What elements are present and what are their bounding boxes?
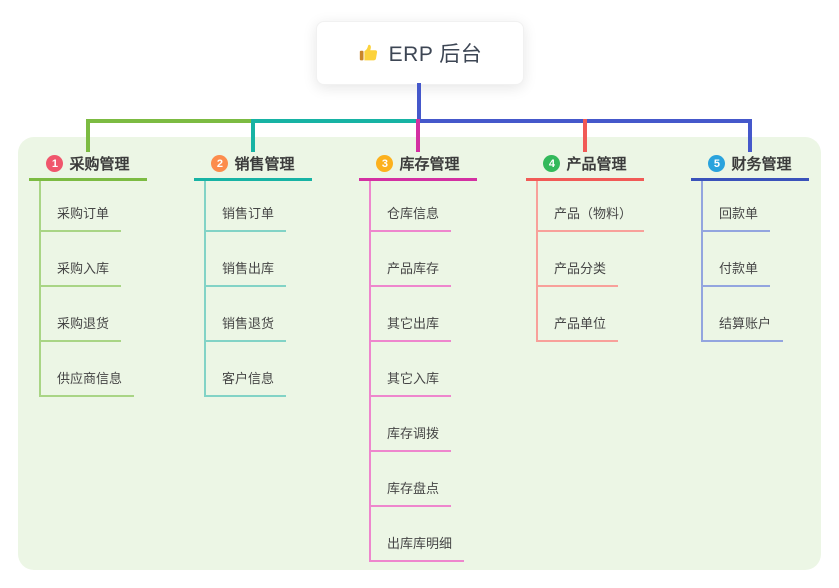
- branch-number-badge: 2: [211, 155, 229, 172]
- child-node[interactable]: 产品（物料）: [536, 196, 645, 232]
- branch-node[interactable]: 2 销售管理: [194, 149, 312, 181]
- branch-label: 库存管理: [399, 156, 460, 173]
- branch-trunk-line: [701, 181, 703, 342]
- connector-line: [251, 119, 255, 152]
- branch-number-badge: 4: [543, 155, 561, 172]
- child-node[interactable]: 回款单: [701, 196, 771, 232]
- child-node[interactable]: 销售订单: [204, 196, 287, 232]
- child-node[interactable]: 采购订单: [39, 196, 122, 232]
- child-node[interactable]: 采购退货: [39, 306, 122, 342]
- branch-number-badge: 3: [376, 155, 394, 172]
- child-node[interactable]: 采购入库: [39, 251, 122, 287]
- child-node[interactable]: 仓库信息: [369, 196, 452, 232]
- connector-line: [416, 119, 420, 152]
- branch-label: 财务管理: [731, 156, 792, 173]
- branches-background-panel: [18, 137, 821, 570]
- branch-label: 产品管理: [566, 156, 627, 173]
- child-node[interactable]: 供应商信息: [39, 361, 135, 397]
- connector-line: [86, 119, 90, 152]
- child-node[interactable]: 其它出库: [369, 306, 452, 342]
- child-node[interactable]: 产品库存: [369, 251, 452, 287]
- connector-line: [748, 119, 752, 152]
- branch-number-badge: 5: [708, 155, 726, 172]
- root-node[interactable]: ERP 后台: [316, 21, 524, 85]
- branch-label: 销售管理: [234, 156, 295, 173]
- branch-node[interactable]: 3 库存管理: [359, 149, 477, 181]
- thumbs-up-icon: [358, 42, 380, 64]
- branch-trunk-line: [369, 181, 371, 562]
- root-node-label: ERP 后台: [388, 43, 483, 66]
- child-node[interactable]: 出库库明细: [369, 526, 465, 562]
- child-node[interactable]: 销售出库: [204, 251, 287, 287]
- child-node[interactable]: 产品分类: [536, 251, 619, 287]
- child-node[interactable]: 结算账户: [701, 306, 784, 342]
- branch-trunk-line: [536, 181, 538, 342]
- child-node[interactable]: 销售退货: [204, 306, 287, 342]
- root-connector-line: [417, 83, 421, 119]
- branch-node[interactable]: 5 财务管理: [691, 149, 809, 181]
- connector-line: [253, 119, 417, 123]
- child-node[interactable]: 付款单: [701, 251, 771, 287]
- branch-label: 采购管理: [69, 156, 130, 173]
- child-node[interactable]: 库存盘点: [369, 471, 452, 507]
- child-node[interactable]: 客户信息: [204, 361, 287, 397]
- connector-line: [583, 119, 587, 152]
- child-node[interactable]: 库存调拨: [369, 416, 452, 452]
- branch-number-badge: 1: [46, 155, 64, 172]
- branch-trunk-line: [204, 181, 206, 397]
- child-node[interactable]: 产品单位: [536, 306, 619, 342]
- child-node[interactable]: 其它入库: [369, 361, 452, 397]
- branch-trunk-line: [39, 181, 41, 397]
- connector-line: [86, 119, 253, 123]
- branch-node[interactable]: 1 采购管理: [29, 149, 147, 181]
- branch-node[interactable]: 4 产品管理: [526, 149, 644, 181]
